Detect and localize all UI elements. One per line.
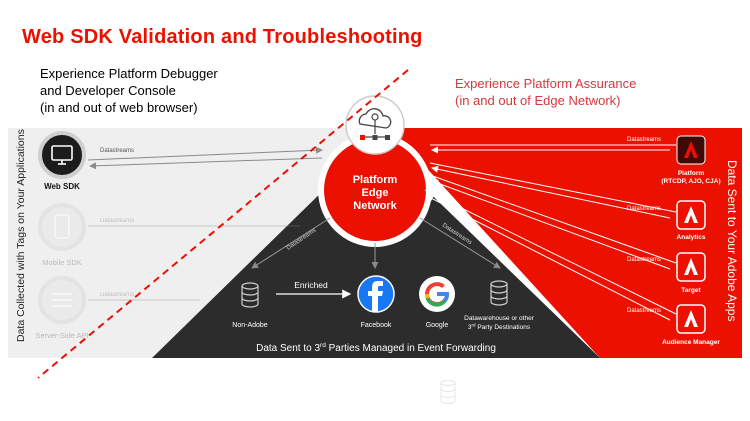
- destination-facebook: Facebook: [357, 275, 395, 329]
- platform-edge-network: Platform Edge Network: [318, 133, 432, 247]
- app-label: Analytics: [677, 234, 706, 241]
- database-icon: [490, 280, 508, 306]
- cloud-network-badge: [345, 95, 405, 155]
- left-axis-label: Data Collected with Tags on Your Applica…: [15, 129, 27, 342]
- datastreams-label: Datastreams: [627, 206, 661, 212]
- adobe-app-platform: Datastreams Platform (RTCDP, AJO, CJA): [430, 135, 721, 185]
- source-label: Server-Side API: [35, 331, 88, 340]
- server-list-icon: [52, 293, 72, 307]
- adobe-logo-icon: [684, 258, 698, 275]
- destination-label-line2: 3rd Party Destinations: [468, 323, 531, 332]
- adobe-logo-icon: [684, 206, 698, 223]
- datastreams-label: Datastreams: [100, 218, 134, 224]
- datastreams-label: Datastreams: [100, 148, 134, 154]
- page-title: Web SDK Validation and Troubleshooting: [22, 26, 423, 48]
- mobile-icon: [54, 214, 70, 239]
- adobe-app-analytics: Datastreams Analytics: [429, 162, 706, 241]
- edge-label-line3: Network: [353, 200, 397, 212]
- destination-warehouse: Datawarehouse or other 3rd Party Destina…: [464, 280, 535, 332]
- datastreams-label: Datastreams: [100, 292, 134, 298]
- destination-label: Google: [426, 322, 449, 329]
- app-label: Platform: [678, 170, 705, 177]
- destination-label: Non-Adobe: [232, 322, 268, 329]
- adobe-logo-icon: [684, 141, 698, 158]
- source-label: Web SDK: [44, 182, 80, 191]
- database-icon: [241, 282, 259, 308]
- cloud-icon: [358, 108, 392, 140]
- assurance-label-line1: Experience Platform Assurance: [455, 76, 637, 91]
- edge-label-line1: Platform: [353, 174, 398, 186]
- source-label: Mobile SDK: [42, 258, 82, 267]
- right-axis-label: Data Sent to Your Adobe Apps: [725, 160, 739, 321]
- destination-non-adobe: Non-Adobe: [232, 282, 268, 329]
- separator-dashed-line: [37, 69, 409, 379]
- source-mobile-sdk: Mobile SDK: [38, 203, 86, 267]
- enriched-label: Enriched: [294, 280, 328, 290]
- adobe-app-target: Datastreams Target: [429, 174, 706, 294]
- right-red-panel: [390, 128, 742, 358]
- enriched-flow: Enriched: [276, 280, 352, 299]
- debugger-label-line3: (in and out of web browser): [40, 100, 198, 115]
- adobe-app-audience-manager: Datastreams Audience Manager: [424, 189, 720, 346]
- assurance-label-line2: (in and out of Edge Network): [455, 93, 621, 108]
- faint-database-icon: [440, 380, 456, 404]
- destination-label: Facebook: [361, 322, 392, 329]
- destination-google: Google: [419, 276, 455, 329]
- source-web-sdk: Web SDK: [38, 131, 86, 191]
- destination-label: Datawarehouse or other: [464, 315, 535, 322]
- monitor-icon: [51, 145, 73, 165]
- app-label: Target: [681, 287, 701, 294]
- app-sublabel: (RTCDP, AJO, CJA): [661, 178, 720, 185]
- bottom-label: Data Sent to 3rd Parties Managed in Even…: [256, 342, 496, 354]
- edge-label-line2: Edge: [362, 187, 389, 199]
- source-link-mobile: Datastreams: [88, 218, 300, 227]
- debugger-label-line1: Experience Platform Debugger: [40, 66, 218, 81]
- source-link-web: Datastreams: [87, 146, 323, 170]
- adobe-logo-icon: [684, 310, 698, 327]
- datastreams-label: Datastreams: [627, 308, 661, 314]
- source-link-server: Datastreams: [88, 292, 200, 301]
- debugger-label-line2: and Developer Console: [40, 83, 176, 98]
- datastreams-label: Datastreams: [627, 257, 661, 263]
- datastreams-label: Datastreams: [627, 137, 661, 143]
- app-label: Audience Manager: [662, 339, 720, 346]
- source-server-side-api: Server-Side API: [35, 276, 89, 340]
- bottom-dark-triangle: [152, 140, 600, 358]
